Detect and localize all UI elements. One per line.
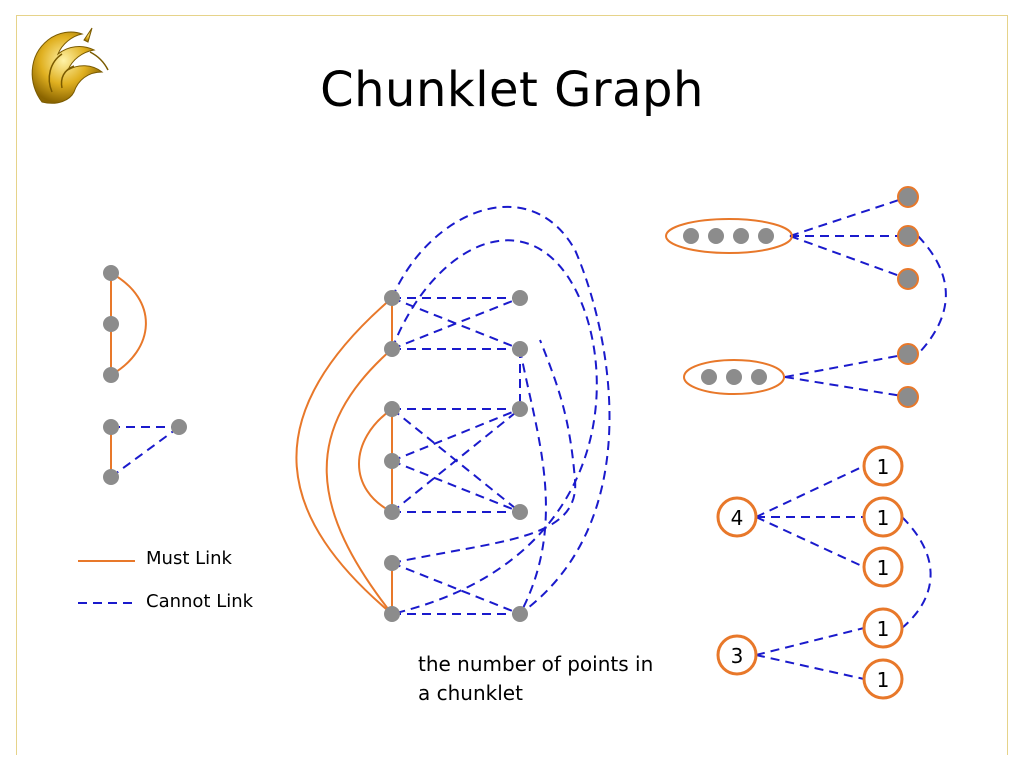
chunklet-ellipse-3 xyxy=(683,359,785,395)
chunklet-count-label: 1 xyxy=(877,506,890,530)
cannot-link-edge xyxy=(110,426,180,478)
chunklet-count-label: 1 xyxy=(877,668,890,692)
pegasus-logo xyxy=(31,27,109,104)
cannot-link-edge xyxy=(391,460,521,513)
graph-node xyxy=(384,453,400,469)
chunklet-count-label: 3 xyxy=(731,644,744,668)
slide-border-left xyxy=(16,15,17,755)
legend-cannot-link-label: Cannot Link xyxy=(146,591,254,612)
singleton-node xyxy=(897,343,919,365)
graph-node xyxy=(384,401,400,417)
graph-node xyxy=(512,606,528,622)
example-triangle xyxy=(103,419,187,485)
must-link-edge xyxy=(295,297,393,615)
singleton-node xyxy=(897,225,919,247)
slide-border-right xyxy=(1007,15,1008,755)
cannot-link-edge xyxy=(901,516,932,629)
legend xyxy=(78,560,135,604)
graph-node xyxy=(708,228,724,244)
chunklet-count-node xyxy=(862,445,904,487)
graph-node xyxy=(103,419,119,435)
singleton-node xyxy=(897,186,919,208)
graph-node xyxy=(103,469,119,485)
slide-border-top xyxy=(16,15,1008,16)
graph-node xyxy=(733,228,749,244)
cannot-link-edge xyxy=(391,339,577,564)
cannot-link-edge xyxy=(391,297,521,350)
chunklet-count-label: 1 xyxy=(877,455,890,479)
chunklet-count-node xyxy=(716,496,758,538)
graph-node xyxy=(701,369,717,385)
caption-line-2: a chunklet xyxy=(418,681,523,705)
chunklet-ellipse-4 xyxy=(665,218,793,254)
graph-node xyxy=(384,341,400,357)
graph-node xyxy=(384,290,400,306)
must-link-edge xyxy=(358,408,393,513)
chunklet-caption: the number of points in a chunklet xyxy=(418,650,718,708)
cannot-link-edge xyxy=(784,353,909,378)
chunklet-count-node xyxy=(862,607,904,649)
example-chain xyxy=(103,265,147,383)
graph-node xyxy=(103,367,119,383)
slide-title: Chunklet Graph xyxy=(320,62,704,118)
graph-node xyxy=(683,228,699,244)
must-link-edge xyxy=(325,348,393,615)
chunklet-count-label: 1 xyxy=(877,556,890,580)
graph-node xyxy=(103,316,119,332)
graph-node xyxy=(512,290,528,306)
cannot-link-edge xyxy=(391,205,611,615)
graph-node xyxy=(384,504,400,520)
cannot-link-edge xyxy=(391,239,598,615)
must-link-edge xyxy=(110,272,147,376)
chunklet-count-node xyxy=(862,496,904,538)
caption-line-1: the number of points in xyxy=(418,652,654,676)
chunklet-count-label: 4 xyxy=(731,506,744,530)
chunklet-count-label: 1 xyxy=(877,617,890,641)
cannot-link-edge xyxy=(755,627,865,656)
cannot-link-edge xyxy=(519,348,547,615)
graph-node xyxy=(384,555,400,571)
cannot-link-edge xyxy=(755,654,865,680)
cannot-link-edge xyxy=(789,196,909,237)
chunklet-count-node xyxy=(716,634,758,676)
singleton-node xyxy=(897,268,919,290)
graph-node xyxy=(512,504,528,520)
graph-node xyxy=(512,341,528,357)
chunklet-count-node xyxy=(862,658,904,700)
graph-node xyxy=(171,419,187,435)
graph-node xyxy=(758,228,774,244)
legend-must-link-label: Must Link xyxy=(146,548,232,569)
cannot-link-edge xyxy=(789,235,909,280)
cannot-link-edge xyxy=(917,235,947,355)
chunklet-count-node xyxy=(862,546,904,588)
graph-node xyxy=(726,369,742,385)
graph-node xyxy=(512,401,528,417)
graph-node xyxy=(103,265,119,281)
graph-node xyxy=(384,606,400,622)
cannot-link-edge xyxy=(755,516,865,568)
large-graph xyxy=(295,205,611,622)
cannot-link-edge xyxy=(391,408,521,462)
cannot-link-edge xyxy=(391,562,521,615)
cannot-link-edge xyxy=(391,408,521,513)
graph-node xyxy=(751,369,767,385)
singleton-node xyxy=(897,386,919,408)
cannot-link-edge xyxy=(755,465,865,518)
chunklet-count-graph: 4 3 1 1 1 1 1 xyxy=(716,445,932,700)
chunklet-points-graph xyxy=(665,186,947,408)
cannot-link-edge xyxy=(784,376,909,398)
